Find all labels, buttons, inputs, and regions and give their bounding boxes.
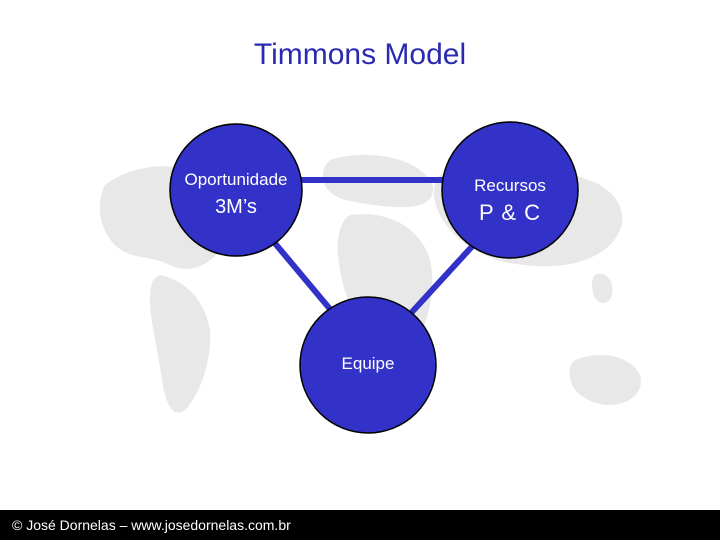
connector-resources-team [409,237,481,315]
node-resources-sub: P & C [478,200,542,225]
node-resources-label: Recursos [474,176,546,195]
connector-lines [265,177,481,318]
footer-bar: © José Dornelas – www.josedornelas.com.b… [0,510,720,540]
slide-title: Timmons Model [253,38,467,71]
node-opportunity-sub: 3M’s [215,196,257,218]
node-opportunity-label: Oportunidade [184,170,288,189]
node-circle-opportunity [169,123,303,257]
node-circle-resources [441,121,579,259]
node-circle-team [299,296,437,434]
connector-opportunity-team [265,232,338,318]
node-team-label: Equipe [341,354,395,373]
footer-copyright: © José Dornelas – www.josedornelas.com.b… [12,517,291,533]
